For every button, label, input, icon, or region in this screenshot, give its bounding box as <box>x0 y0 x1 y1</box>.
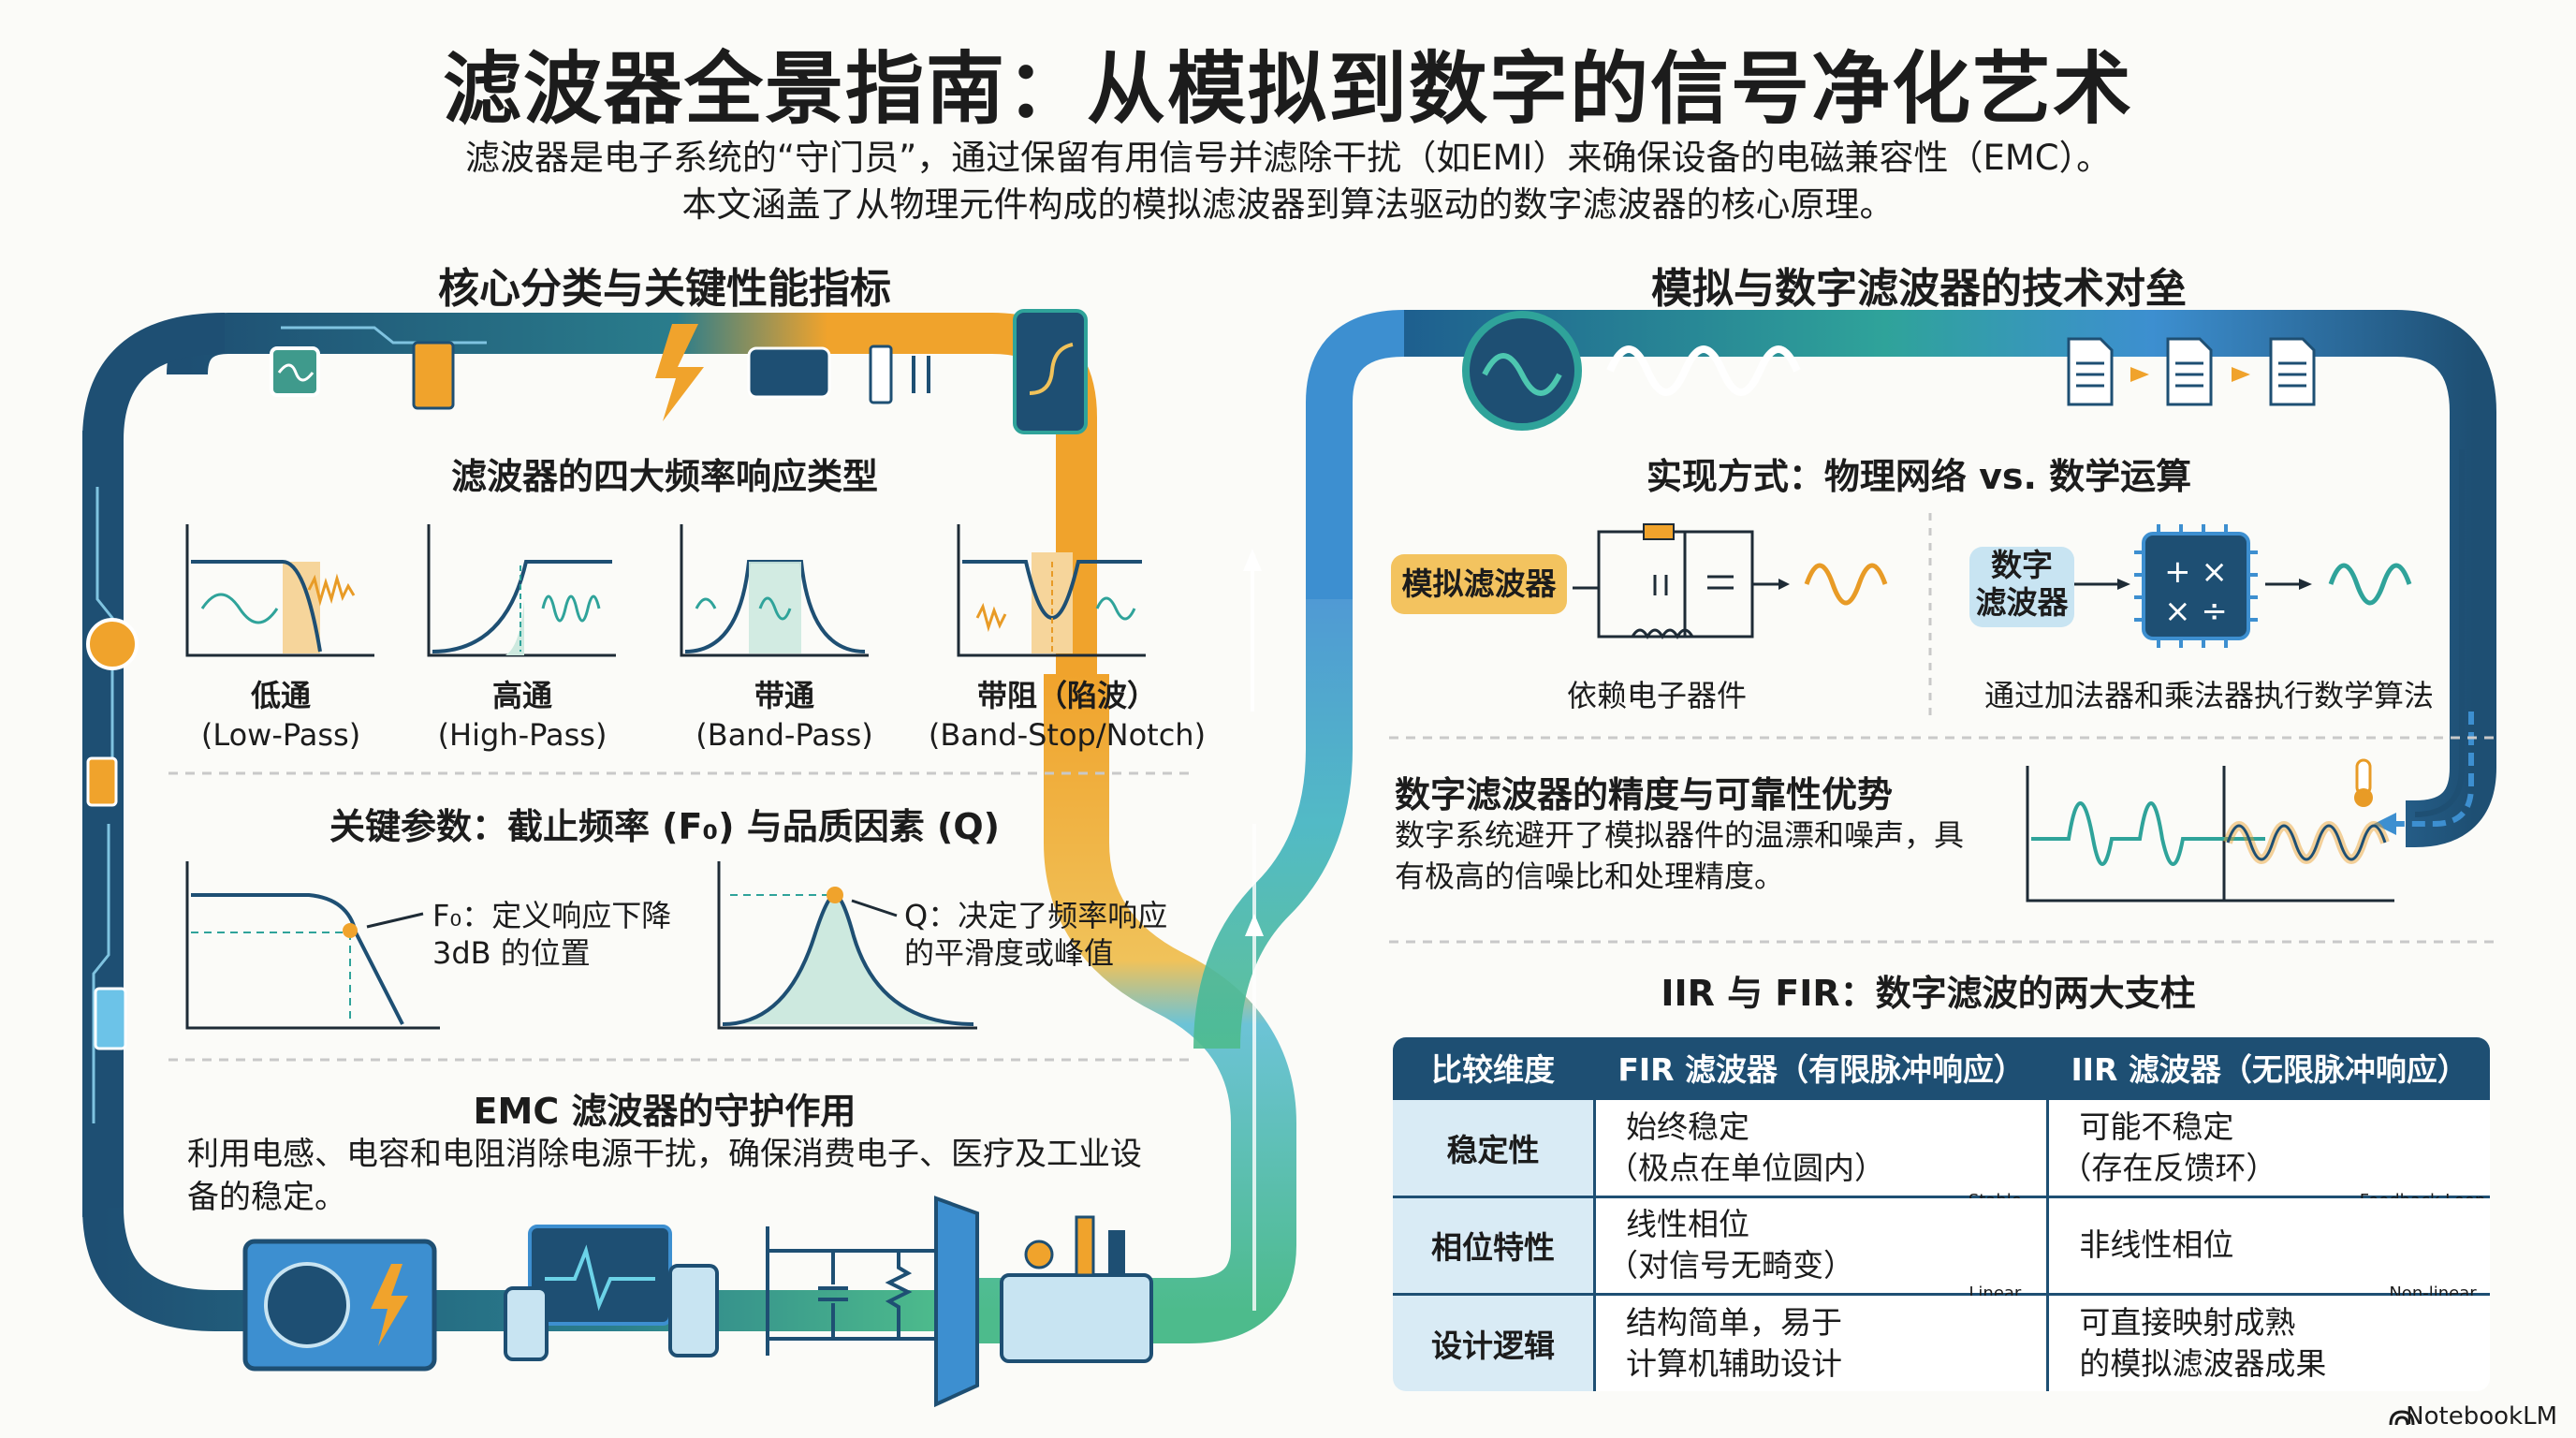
cell-iir-phase-line1: 非线性相位 <box>2079 1226 2234 1264</box>
f0-annotation: F₀：定义响应下降 3dB 的位置 <box>432 897 713 972</box>
analog-caption: 依赖电子器件 <box>1566 678 1747 713</box>
cell-fir-phase: 线性相位 （对信号无畸变） Linear <box>1592 1195 2050 1303</box>
cell-fir-stability-line1: 始终稳定 <box>1626 1108 1749 1145</box>
advantage-text-line1: 数字系统避开了模拟器件的温漂和噪声，具 <box>1395 817 1965 853</box>
type-band-stop-en: (Band-Stop/Notch) <box>928 717 1207 753</box>
table-row: 稳定性 始终稳定 （极点在单位圆内） Stable 可能不稳定 （存在反馈环） … <box>1393 1097 2490 1211</box>
advantage-text-line2: 有极高的信噪比和处理精度。 <box>1395 858 1785 894</box>
type-high-pass-en: (High-Pass) <box>437 717 607 753</box>
types-heading: 滤波器的四大频率响应类型 <box>450 456 878 497</box>
cell-iir-stability-line1: 可能不稳定 <box>2079 1108 2234 1145</box>
table-header-fir: FIR 滤波器（有限脉冲响应） <box>1592 1037 2050 1100</box>
left-section-heading: 核心分类与关键性能指标 <box>438 265 891 313</box>
cell-fir-stability: 始终稳定 （极点在单位圆内） Stable <box>1592 1097 2050 1211</box>
type-low-pass-en: (Low-Pass) <box>200 717 361 753</box>
cell-iir-stability: 可能不稳定 （存在反馈环） Feedback Loop <box>2046 1097 2490 1211</box>
cell-iir-stability-line2: （存在反馈环） <box>2060 1149 2277 1186</box>
analog-filter-tag: 模拟滤波器 <box>1391 554 1567 614</box>
svg-text:+ ×: + × <box>2164 553 2228 591</box>
f0-annotation-line2: 3dB 的位置 <box>432 935 591 971</box>
cell-fir-phase-line1: 线性相位 <box>1626 1206 1749 1243</box>
type-band-pass-name: 带通 <box>754 678 814 713</box>
cell-iir-design-line1: 可直接映射成熟 <box>2079 1304 2296 1342</box>
cell-iir-design: 可直接映射成熟 的模拟滤波器成果 <box>2046 1293 2490 1391</box>
right-section-heading: 模拟与数字滤波器的技术对垒 <box>1651 265 2187 313</box>
page-title: 滤波器全景指南：从模拟到数字的信号净化艺术 <box>442 43 2133 135</box>
emc-text-line1: 利用电感、电容和电阻消除电源干扰，确保消费电子、医疗及工业设 <box>187 1136 1142 1173</box>
type-band-stop-name: 带阻（陷波） <box>976 678 1157 713</box>
f0-annotation-line1: F₀：定义响应下降 <box>432 898 672 933</box>
q-annotation: Q：决定了频率响应 的平滑度或峰值 <box>904 897 1204 972</box>
cell-fir-phase-line2: （对信号无畸变） <box>1607 1247 1854 1284</box>
cell-fir-stability-line2: （极点在单位圆内） <box>1607 1149 1885 1186</box>
q-annotation-line1: Q：决定了频率响应 <box>904 898 1168 933</box>
table-header-iir: IIR 滤波器（无限脉冲响应） <box>2046 1037 2490 1100</box>
fir-iir-comparison-table: 比较维度 FIR 滤波器（有限脉冲响应） IIR 滤波器（无限脉冲响应） 稳定性… <box>1389 1034 2494 1395</box>
digital-caption: 通过加法器和乘法器执行数学算法 <box>1983 678 2434 713</box>
subtitle-line-2: 本文涵盖了从物理元件构成的模拟滤波器到算法驱动的数字滤波器的核心原理。 <box>681 184 1895 225</box>
type-low-pass: 低通 (Low-Pass) <box>168 676 393 755</box>
cell-fir-design-line2: 计算机辅助设计 <box>1626 1345 1842 1383</box>
q-annotation-line2: 的平滑度或峰值 <box>904 935 1115 971</box>
digital-tag-line2: 滤波器 <box>1975 584 2069 621</box>
type-high-pass: 高通 (High-Pass) <box>410 676 635 755</box>
cell-fir-design: 结构简单，易于 计算机辅助设计 <box>1592 1293 2050 1391</box>
row-key-phase: 相位特性 <box>1393 1195 1596 1297</box>
subtitle-line-1: 滤波器是电子系统的“守门员”，通过保留有用信号并滤除干扰（如EMI）来确保设备的… <box>464 138 2112 178</box>
table-header-row: 比较维度 FIR 滤波器（有限脉冲响应） IIR 滤波器（无限脉冲响应） <box>1393 1037 2490 1100</box>
row-key-design: 设计逻辑 <box>1393 1293 1596 1391</box>
params-heading: 关键参数：截止频率 (F₀) 与品质因素 (Q) <box>329 806 1001 847</box>
type-high-pass-name: 高通 <box>491 678 552 713</box>
digital-filter-tag: 数字 滤波器 <box>1969 547 2074 627</box>
svg-text:× ÷: × ÷ <box>2164 593 2228 630</box>
advantage-heading: 数字滤波器的精度与可靠性优势 <box>1395 774 1894 815</box>
iir-fir-heading: IIR 与 FIR：数字滤波的两大支柱 <box>1661 973 2196 1014</box>
impl-heading: 实现方式：物理网络 vs. 数学运算 <box>1646 456 2192 497</box>
table-header-dimension: 比较维度 <box>1393 1037 1596 1100</box>
emc-heading: EMC 滤波器的守护作用 <box>473 1091 856 1132</box>
emc-text-line2: 备的稳定。 <box>187 1179 346 1216</box>
cell-iir-phase: 非线性相位 Non-linear <box>2046 1195 2490 1303</box>
digital-tag-line1: 数字 <box>1991 547 2053 583</box>
table-row: 设计逻辑 结构简单，易于 计算机辅助设计 可直接映射成熟 的模拟滤波器成果 <box>1393 1293 2490 1391</box>
advantage-text: 数字系统避开了模拟器件的温漂和噪声，具 有极高的信噪比和处理精度。 <box>1395 814 2031 897</box>
type-band-pass-en: (Band-Pass) <box>695 717 873 753</box>
cell-iir-design-line2: 的模拟滤波器成果 <box>2079 1345 2327 1383</box>
type-band-pass: 带通 (Band-Pass) <box>663 676 906 755</box>
type-band-stop: 带阻（陷波） (Band-Stop/Notch) <box>917 676 1217 755</box>
cell-fir-design-line1: 结构简单，易于 <box>1626 1304 1842 1342</box>
notebooklm-logo: NotebookLM <box>2406 1402 2557 1431</box>
type-low-pass-name: 低通 <box>250 678 311 713</box>
row-key-stability: 稳定性 <box>1393 1097 1596 1198</box>
table-row: 相位特性 线性相位 （对信号无畸变） Linear 非线性相位 Non-line… <box>1393 1195 2490 1303</box>
emc-text: 利用电感、电容和电阻消除电源干扰，确保消费电子、医疗及工业设 备的稳定。 <box>187 1133 1198 1219</box>
